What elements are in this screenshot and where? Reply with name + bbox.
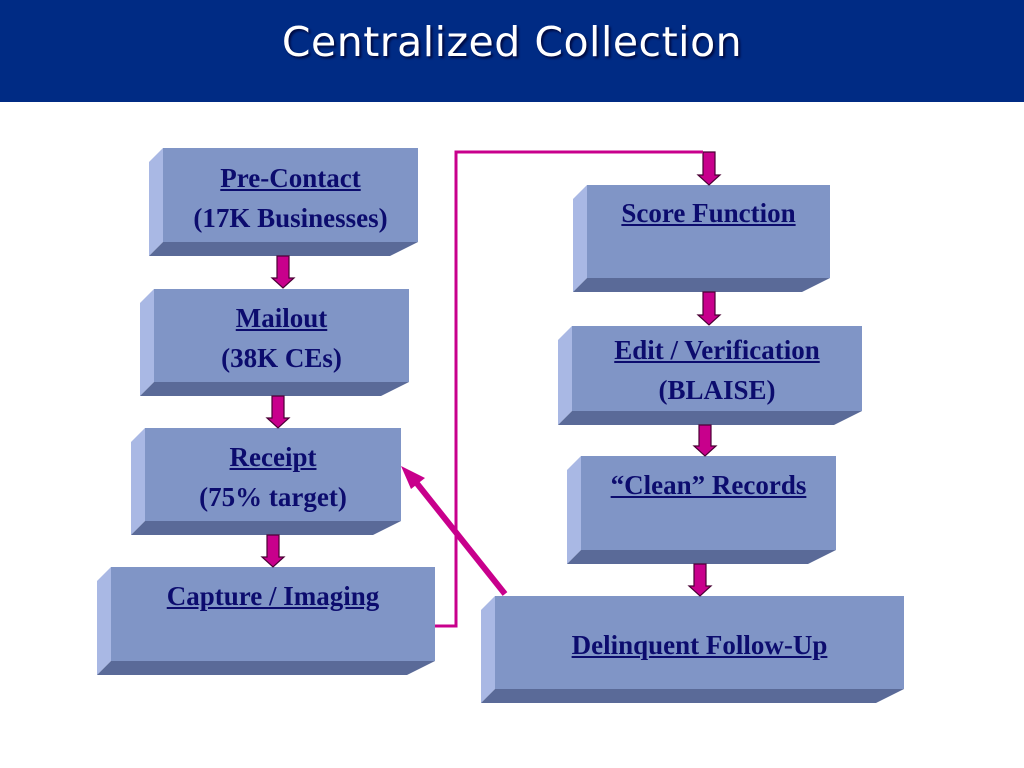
- connector-line: [435, 150, 703, 628]
- step-edit-verification: Edit / Verification (BLAISE): [572, 330, 862, 410]
- box-bottom-bevel: [131, 521, 401, 535]
- box-bottom-bevel: [149, 242, 418, 256]
- box-edit-verification: [572, 326, 862, 411]
- box-receipt: [145, 428, 401, 521]
- return-arrow-head-icon: [401, 466, 425, 489]
- down-arrow-icon: [260, 534, 286, 568]
- box-left-bevel: [140, 289, 154, 396]
- box-left-bevel: [558, 326, 572, 425]
- step-score-function: Score Function: [587, 193, 830, 233]
- box-left-bevel: [149, 148, 163, 256]
- return-arrow-line: [412, 479, 508, 596]
- down-arrow-icon: [696, 151, 722, 186]
- step-title: Pre-Contact: [220, 163, 361, 193]
- down-arrow-icon: [270, 255, 296, 289]
- step-receipt: Receipt (75% target): [145, 437, 401, 517]
- box-capture-imaging: [111, 567, 435, 661]
- step-delinquent-follow-up: Delinquent Follow-Up: [495, 625, 904, 665]
- box-delinquent-follow-up: [495, 596, 904, 689]
- step-pre-contact: Pre-Contact (17K Businesses): [163, 158, 418, 238]
- title-bar: Centralized Collection: [0, 0, 1024, 102]
- down-arrow-icon: [696, 291, 722, 326]
- down-arrow-icon: [265, 395, 291, 429]
- box-bottom-bevel: [567, 550, 836, 564]
- step-title: Edit / Verification: [614, 335, 820, 365]
- step-detail: (17K Businesses): [193, 203, 388, 233]
- step-capture-imaging: Capture / Imaging: [111, 576, 435, 616]
- step-title: Receipt: [229, 442, 317, 472]
- step-title: Capture / Imaging: [166, 581, 380, 611]
- box-left-bevel: [567, 456, 581, 564]
- step-title: “Clean” Records: [610, 470, 807, 500]
- down-arrow-icon: [692, 424, 718, 457]
- step-title: Mailout: [235, 303, 328, 333]
- down-arrow-icon: [687, 563, 713, 597]
- box-bottom-bevel: [558, 411, 862, 425]
- step-detail: (75% target): [199, 482, 347, 512]
- box-score-function: [587, 185, 830, 278]
- box-left-bevel: [481, 596, 495, 703]
- box-pre-contact: [163, 148, 418, 242]
- box-left-bevel: [97, 567, 111, 675]
- step-clean-records: “Clean” Records: [581, 465, 836, 505]
- step-title: Delinquent Follow-Up: [571, 630, 828, 660]
- box-left-bevel: [131, 428, 145, 535]
- step-detail: (38K CEs): [221, 343, 342, 373]
- box-bottom-bevel: [573, 278, 830, 292]
- box-clean-records: [581, 456, 836, 550]
- step-detail: (BLAISE): [658, 375, 776, 405]
- box-mailout: [154, 289, 409, 382]
- box-bottom-bevel: [140, 382, 409, 396]
- box-left-bevel: [573, 185, 587, 292]
- step-title: Score Function: [621, 198, 796, 228]
- step-mailout: Mailout (38K CEs): [154, 298, 409, 378]
- slide-title: Centralized Collection: [281, 18, 743, 66]
- box-bottom-bevel: [97, 661, 435, 675]
- box-bottom-bevel: [481, 689, 904, 703]
